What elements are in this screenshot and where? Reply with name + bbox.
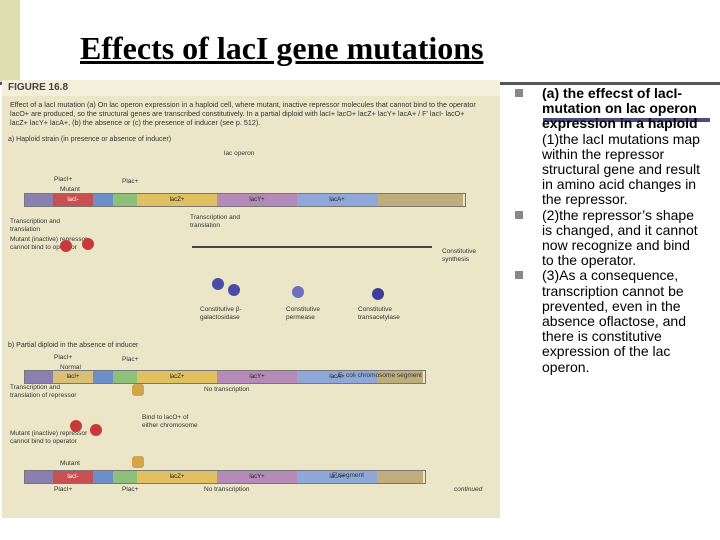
active-repressor-blob <box>132 384 144 396</box>
protein-blob <box>372 288 384 300</box>
repressor-blob <box>60 240 72 252</box>
slide-title: Effects of lacI gene mutations <box>80 30 484 66</box>
bullet-subparagraph: (1)the lacI mutations map within the rep… <box>515 130 705 208</box>
lacz-segment-b: lacZ+ <box>137 371 217 383</box>
mrna-line <box>192 246 432 248</box>
transcription-label-a2: Transcription and translation <box>190 214 240 229</box>
ecoli-segment-label: E. coli chromosome segment <box>338 372 422 379</box>
repressor-blob <box>90 424 102 436</box>
bullet-detail: (1)the lacI mutations map within the rep… <box>542 130 700 208</box>
bullet-text: (3)As a consequence, transcription canno… <box>542 267 686 375</box>
lacy-segment-c: lacY+ <box>217 471 297 483</box>
bullet-list: (a) the effecst of lacI- mutation on lac… <box>515 85 705 375</box>
permease-label: Constitutive permease <box>286 306 320 321</box>
normal-label: Normal <box>60 364 81 371</box>
lacy-segment-b: lacY+ <box>217 371 297 383</box>
transcription-repressor-label: Transcription and translation of repress… <box>10 384 77 399</box>
f-segment-label: F' segment <box>332 472 364 479</box>
laci-minus-segment: lacI- <box>53 194 93 206</box>
figure-header-bar: FIGURE 16.8 <box>2 80 500 96</box>
plac-label-b: Plac+ <box>122 356 139 363</box>
beta-gal-label: Constitutive β-galactosidase <box>200 306 242 321</box>
protein-blob <box>212 278 224 290</box>
plac-label-a: Plac+ <box>122 178 139 185</box>
protein-blob <box>228 284 240 296</box>
mutant-repressor-label-b: Mutant (inactive) repressor cannot bind … <box>10 430 88 445</box>
accent-rule <box>543 118 710 122</box>
bullet-marker-icon <box>515 210 523 219</box>
no-transcription-label-1: No transcription <box>204 386 250 393</box>
protein-blob <box>292 286 304 298</box>
laca-segment-b: lacA+ <box>297 371 377 383</box>
active-repressor-blob <box>132 456 144 468</box>
laca-segment-c: lacA+ <box>297 471 377 483</box>
repressor-blob <box>82 238 94 250</box>
figure-label: FIGURE 16.8 <box>8 82 69 93</box>
bind-either-label: Bind to lacO+ of either chromosome <box>142 414 198 429</box>
gene-map-b-normal: lacI+ lacZ+ lacY+ lacA+ <box>24 370 426 384</box>
section-a-label: a) Haploid strain (in presence or absenc… <box>8 136 172 143</box>
placi-label-a: PlacI+ <box>54 176 73 183</box>
figure-caption: Effect of a lacI mutation (a) On lac ope… <box>10 100 476 127</box>
lacy-segment-a: lacY+ <box>217 194 297 206</box>
gene-map-b-mutant: lacI- lacZ+ lacY+ lacA+ <box>24 470 426 484</box>
decorative-strip <box>0 0 20 82</box>
placi-label-c: PlacI+ <box>54 486 73 493</box>
transacetylase-label: Constitutive transacetylase <box>358 306 400 321</box>
lacz-segment-c: lacZ+ <box>137 471 217 483</box>
mutant-label-a: Mutant <box>60 186 80 193</box>
bullet-item: (a) the effecst of lacI- mutation on lac… <box>515 85 705 132</box>
laca-segment-a: lacA+ <box>297 194 377 206</box>
plac-label-c: Plac+ <box>122 486 139 493</box>
lac-operon-label: lac operon <box>224 150 255 157</box>
mutant-label-b: Mutant <box>60 460 80 467</box>
bullet-item: (2)the repressor’s shape is changed, and… <box>515 206 705 269</box>
bullet-marker-icon <box>515 271 523 280</box>
textbook-figure: FIGURE 16.8 Effect of a lacI mutation (a… <box>2 80 500 518</box>
lacz-segment-a: lacZ+ <box>137 194 217 206</box>
placi-label-b: PlacI+ <box>54 354 73 361</box>
no-transcription-label-2: No transcription <box>204 486 250 493</box>
mutant-repressor-label-a: Mutant (inactive) repressor cannot bind … <box>10 236 88 251</box>
bullet-item: (3)As a consequence, transcription canno… <box>515 268 705 374</box>
continued-label: continued <box>454 486 483 493</box>
bullet-text: (2)the repressor’s shape is changed, and… <box>542 206 698 269</box>
repressor-blob <box>70 420 82 432</box>
bullet-lead: (a) the effecst of lacI- mutation on lac… <box>542 85 698 132</box>
bullet-marker-icon <box>515 89 523 97</box>
laci-minus-segment-b: lacI- <box>53 471 93 483</box>
gene-map-a: lacI- lacZ+ lacY+ lacA+ <box>24 193 466 207</box>
laci-plus-segment: lacI+ <box>53 371 93 383</box>
section-b-label: b) Partial diploid in the absence of ind… <box>8 342 139 349</box>
transcription-label-a: Transcription and translation <box>10 218 60 233</box>
constitutive-synthesis-label: Constitutive synthesis <box>442 248 476 263</box>
